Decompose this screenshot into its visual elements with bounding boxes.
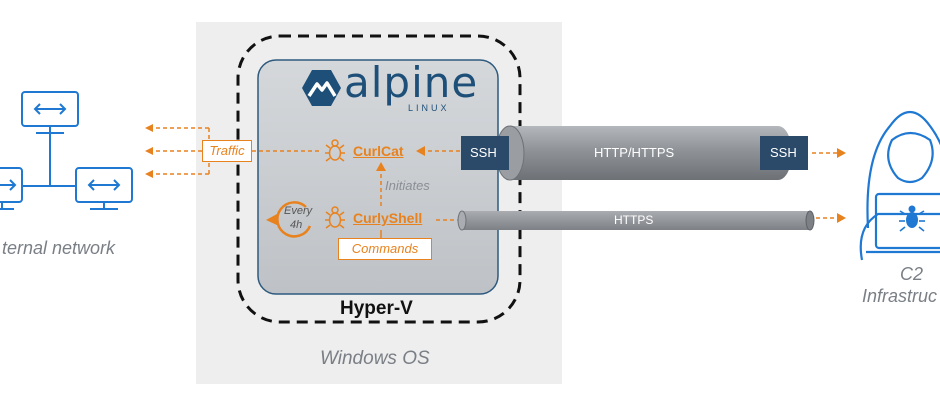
initiates-label: Initiates bbox=[385, 178, 430, 193]
c2-label: C2 bbox=[900, 264, 924, 284]
traffic-arrowheads bbox=[145, 124, 153, 178]
c2-infrastructure-label: Infrastruc bbox=[862, 286, 938, 306]
internal-network-label: ternal network bbox=[2, 238, 116, 258]
traffic-label: Traffic bbox=[202, 140, 252, 162]
alpine-sub-label: LINUX bbox=[408, 103, 450, 113]
c2-bug-icon bbox=[899, 205, 925, 232]
ssh-right-box bbox=[760, 136, 808, 170]
alpine-vm-box bbox=[257, 59, 499, 295]
curlyshell-label: CurlyShell bbox=[353, 210, 423, 226]
hyperv-label: Hyper-V bbox=[340, 298, 413, 319]
windows-os-label: Windows OS bbox=[320, 348, 430, 369]
hacker-icon bbox=[859, 110, 940, 261]
curlyshell-bug-icon bbox=[325, 206, 345, 229]
every-hours-label: 4h bbox=[290, 219, 303, 231]
every-label: Every bbox=[284, 205, 313, 217]
ssh-left-label: SSH bbox=[470, 145, 497, 160]
alpine-logo-icon bbox=[302, 70, 341, 106]
commands-label: Commands bbox=[338, 238, 432, 260]
alpine-wordmark: alpine bbox=[344, 58, 479, 107]
cycle-arrow-icon bbox=[266, 201, 312, 238]
curlcat-label: CurlCat bbox=[353, 143, 404, 159]
http-https-label: HTTP/HTTPS bbox=[594, 145, 675, 160]
curlcat-bug-icon bbox=[325, 139, 345, 162]
ssh-right-label: SSH bbox=[770, 145, 797, 160]
internal-network-icon bbox=[0, 91, 133, 210]
ssh-left-box bbox=[461, 136, 509, 170]
tunnel-https bbox=[457, 210, 815, 231]
https-label: HTTPS bbox=[614, 213, 654, 227]
